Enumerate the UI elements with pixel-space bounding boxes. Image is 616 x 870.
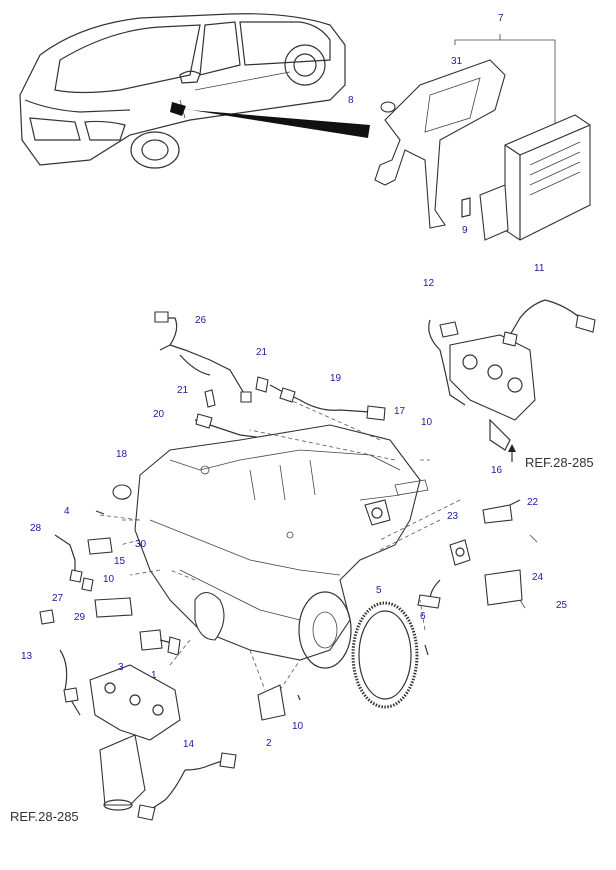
- part-number-18: 18: [116, 449, 128, 460]
- part-number-20: 20: [153, 409, 165, 420]
- leader-lines: [99, 399, 461, 691]
- part-number-13: 13: [21, 651, 33, 662]
- catalytic-converter-assembly: [39, 609, 237, 821]
- part-number-24: 24: [532, 572, 544, 583]
- part-number-30: 30: [135, 539, 147, 550]
- part-number-7: 7: [498, 13, 504, 24]
- reference-label-right: REF.28-285: [525, 455, 594, 470]
- part-number-31: 31: [451, 56, 463, 67]
- exhaust-sensor-assembly: [428, 299, 596, 462]
- harness-and-sensors: [154, 311, 386, 449]
- part-number-5: 5: [376, 585, 382, 596]
- sensor-bracket-left: [54, 484, 133, 618]
- vehicle-illustration: [19, 13, 370, 169]
- right-middle-parts: [417, 499, 538, 656]
- part-number-8: 8: [348, 95, 354, 106]
- part-number-28: 28: [30, 523, 42, 534]
- part-number-16: 16: [491, 465, 503, 476]
- bottom-bracket: [139, 629, 301, 721]
- part-number-14: 14: [183, 739, 195, 750]
- part-number-29: 29: [74, 612, 86, 623]
- part-number-26: 26: [195, 315, 207, 326]
- part-number-10-b: 10: [103, 574, 115, 585]
- part-number-3: 3: [118, 662, 124, 673]
- part-number-10-a: 10: [421, 417, 433, 428]
- reference-label-bottom: REF.28-285: [10, 809, 79, 824]
- part-number-27: 27: [52, 593, 64, 604]
- part-number-15: 15: [114, 556, 126, 567]
- part-number-10-c: 10: [292, 721, 304, 732]
- part-number-17: 17: [394, 406, 406, 417]
- part-number-22: 22: [527, 497, 539, 508]
- part-number-1: 1: [151, 670, 157, 681]
- part-number-4: 4: [64, 506, 70, 517]
- part-number-21-upper: 21: [256, 347, 268, 358]
- ecu-assembly: [374, 34, 591, 241]
- part-number-12: 12: [423, 278, 435, 289]
- part-number-2: 2: [266, 738, 272, 749]
- part-number-21-lower: 21: [177, 385, 189, 396]
- part-number-25: 25: [556, 600, 568, 611]
- part-number-19: 19: [330, 373, 342, 384]
- part-number-23: 23: [447, 511, 459, 522]
- ring-gear: [298, 591, 419, 709]
- part-number-9: 9: [462, 225, 468, 236]
- engine-block: [134, 424, 429, 661]
- part-number-6: 6: [420, 611, 426, 622]
- part-number-11: 11: [534, 263, 545, 274]
